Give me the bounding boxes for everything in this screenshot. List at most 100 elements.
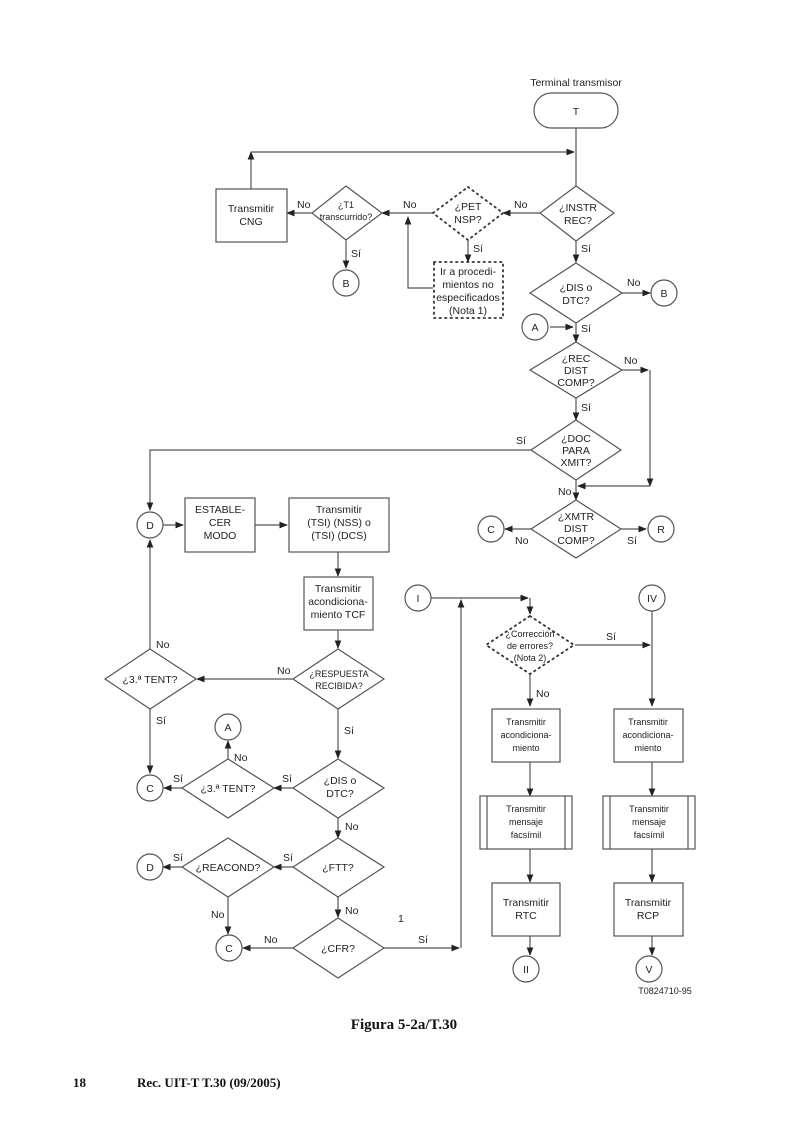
connector-d-2: D	[136, 853, 164, 881]
connector-b-1: B	[332, 269, 360, 297]
svg-text:C: C	[225, 943, 233, 955]
connector-d-1: D	[136, 511, 164, 539]
svg-text:¿PET: ¿PET	[455, 201, 482, 213]
svg-text:¿DIS o: ¿DIS o	[324, 775, 357, 787]
process-nonstandard-procedures: Ir a procedi- mientos no especificados (…	[433, 261, 504, 319]
svg-text:II: II	[523, 964, 529, 976]
svg-text:V: V	[645, 964, 652, 976]
connector-a-2: A	[214, 713, 242, 741]
label-reacond-si: Sí	[173, 852, 183, 864]
svg-text:ESTABLE-: ESTABLE-	[195, 504, 245, 516]
svg-text:DIST: DIST	[564, 365, 589, 377]
svg-text:Transmitir: Transmitir	[228, 203, 275, 215]
svg-text:D: D	[146, 862, 154, 874]
label-doc-si: Sí	[516, 435, 526, 447]
terminal-start-label: T	[573, 106, 580, 118]
process-transmit-training-left: Transmitir acondiciona- miento	[491, 708, 561, 763]
process-transmit-rtc: Transmitir RTC	[491, 882, 561, 937]
connector-iv: IV	[638, 584, 666, 612]
label-cfr-si: Sí	[418, 934, 428, 946]
label-instr-no: No	[514, 199, 528, 211]
label-cfr-no: No	[264, 934, 278, 946]
process-transmit-training-right: Transmitir acondiciona- miento	[613, 708, 684, 763]
process-transmit-tsi: Transmitir (TSI) (NSS) o (TSI) (DCS)	[288, 497, 390, 553]
decision-instr-rec: ¿INSTR REC?	[539, 185, 616, 242]
svg-text:mensaje: mensaje	[632, 817, 666, 827]
svg-text:¿RESPUESTA: ¿RESPUESTA	[309, 669, 368, 679]
label-dis1-si: Sí	[581, 323, 591, 335]
decision-tercera-tentativa-2: ¿3.ª TENT?	[180, 758, 276, 819]
svg-text:(Nota 1): (Nota 1)	[449, 305, 487, 317]
svg-text:miento: miento	[634, 743, 661, 753]
svg-text:RECIBIDA?: RECIBIDA?	[315, 681, 363, 691]
svg-text:Transmitir: Transmitir	[315, 583, 362, 595]
connector-b-2: B	[650, 279, 678, 307]
svg-text:Transmitir: Transmitir	[506, 717, 546, 727]
label-resp-si: Sí	[344, 725, 354, 737]
svg-text:(TSI) (DCS): (TSI) (DCS)	[311, 530, 366, 542]
label-ftt-si: Sí	[283, 852, 293, 864]
svg-text:¿XMTR: ¿XMTR	[558, 511, 595, 523]
connector-c-1: C	[477, 515, 505, 543]
svg-text:PARA: PARA	[562, 445, 590, 457]
svg-text:facsímil: facsímil	[511, 830, 542, 840]
svg-text:CNG: CNG	[239, 216, 262, 228]
svg-text:¿REC: ¿REC	[562, 353, 591, 365]
svg-text:Transmitir: Transmitir	[625, 897, 672, 909]
svg-text:¿3.ª TENT?: ¿3.ª TENT?	[200, 783, 255, 795]
decision-respuesta-recibida: ¿RESPUESTA RECIBIDA?	[291, 648, 386, 710]
svg-text:CER: CER	[209, 517, 232, 529]
process-transmit-fax-message-left: Transmitir mensaje facsímil	[479, 795, 573, 850]
figure-caption-text: Figura 5-2a/T.30	[350, 1017, 458, 1033]
label-t1-si: Sí	[351, 248, 361, 260]
label-dis2-si: Sí	[282, 773, 292, 785]
figure-header: Terminal transmisor	[530, 77, 622, 89]
process-transmit-cng: Transmitir CNG	[215, 188, 288, 243]
svg-text:especificados: especificados	[436, 292, 500, 304]
svg-text:¿CFR?: ¿CFR?	[321, 943, 355, 955]
svg-text:¿FTT?: ¿FTT?	[322, 862, 354, 874]
label-pet-no: No	[403, 199, 417, 211]
terminal-start: T	[533, 92, 619, 129]
svg-text:Ir a procedi-: Ir a procedi-	[440, 266, 497, 278]
decision-dis-dtc-1: ¿DIS o DTC?	[528, 262, 624, 324]
label-tent2-si: Sí	[173, 773, 183, 785]
connector-c-2: C	[136, 774, 164, 802]
svg-text:Transmitir: Transmitir	[629, 804, 669, 814]
svg-text:RTC: RTC	[515, 910, 537, 922]
svg-text:B: B	[342, 278, 349, 290]
process-establecer-modo: ESTABLE- CER MODO	[184, 497, 256, 553]
process-transmit-fax-message-right: Transmitir mensaje facsímil	[602, 795, 696, 850]
connector-r: R	[647, 515, 675, 543]
svg-text:acondiciona-: acondiciona-	[622, 730, 673, 740]
svg-text:transcurrido?: transcurrido?	[320, 212, 373, 222]
svg-text:Transmitir: Transmitir	[628, 717, 668, 727]
label-tent1-no: No	[156, 639, 170, 651]
svg-text:(Nota 2): (Nota 2)	[514, 653, 547, 663]
decision-xmtr-dist-comp: ¿XMTR DIST COMP?	[529, 499, 623, 559]
figure-caption: Figura 5-2a/T.30	[0, 1017, 800, 1034]
svg-text:I: I	[417, 593, 420, 605]
process-transmit-rcp: Transmitir RCP	[613, 882, 684, 937]
label-t1-no: No	[297, 199, 311, 211]
svg-text:C: C	[146, 783, 154, 795]
svg-text:REC?: REC?	[564, 215, 592, 227]
decision-cfr: ¿CFR?	[291, 917, 386, 979]
line-nsp-return	[404, 216, 433, 289]
label-instr-si: Sí	[581, 243, 591, 255]
svg-text:Transmitir: Transmitir	[503, 897, 550, 909]
label-rec-si: Sí	[581, 402, 591, 414]
svg-text:¿REACOND?: ¿REACOND?	[196, 862, 261, 874]
label-xmtr-si: Sí	[627, 535, 637, 547]
label-ecm-si: Sí	[606, 631, 616, 643]
svg-text:Transmitir: Transmitir	[506, 804, 546, 814]
label-doc-no: No	[558, 486, 572, 498]
svg-text:¿DOC: ¿DOC	[561, 433, 591, 445]
decision-pet-nsp: ¿PET NSP?	[431, 185, 505, 242]
svg-text:¿Corrección: ¿Corrección	[505, 629, 554, 639]
decision-dis-dtc-2: ¿DIS o DTC?	[291, 758, 386, 819]
svg-text:B: B	[660, 288, 667, 300]
connector-i: I	[404, 584, 432, 612]
decision-ftt: ¿FTT?	[291, 837, 386, 898]
